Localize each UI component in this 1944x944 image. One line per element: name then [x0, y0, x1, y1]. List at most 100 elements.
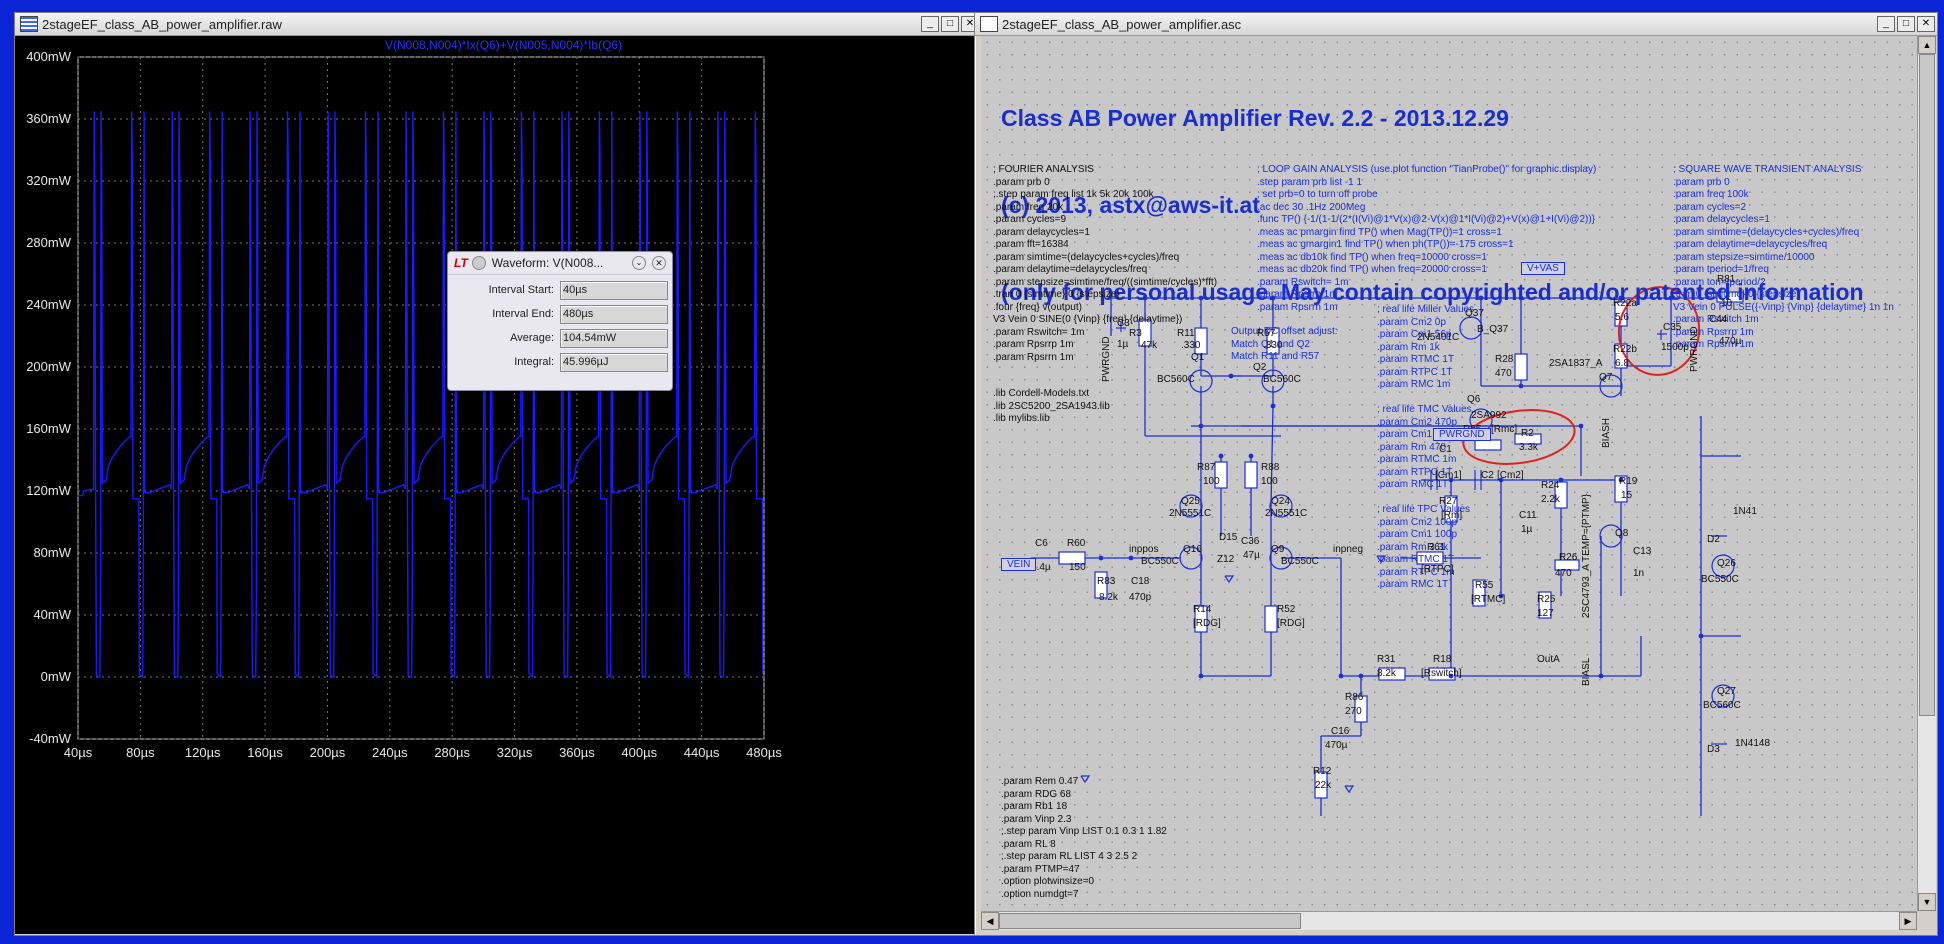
component-label[interactable]: 100 [1261, 476, 1278, 487]
component-label[interactable]: C1 [1439, 444, 1452, 455]
component-label[interactable]: BC560C [1263, 374, 1301, 385]
maximize-icon[interactable]: □ [941, 16, 959, 32]
loop-gain-directives[interactable]: ; LOOP GAIN ANALYSIS (use.plot function … [1257, 164, 1597, 313]
component-label[interactable]: R61 [1427, 542, 1446, 553]
component-label[interactable]: [Rm] [1441, 510, 1463, 521]
component-label[interactable]: 22k [1315, 780, 1332, 791]
component-label[interactable]: 1500p [1661, 342, 1689, 353]
vertical-scroll-thumb[interactable] [1919, 54, 1935, 716]
minimize-icon[interactable]: _ [1877, 16, 1895, 32]
component-label[interactable]: 270 [1345, 706, 1362, 717]
component-label[interactable]: 5.6 [1615, 312, 1629, 323]
schematic-wires[interactable] [981, 36, 1917, 911]
vertical-net-label[interactable]: BIASH [1601, 417, 1612, 448]
component-label[interactable]: Q27 [1717, 686, 1736, 697]
component-label[interactable]: D2 [1707, 534, 1720, 545]
component-label[interactable]: C36 [1241, 536, 1260, 547]
component-label[interactable]: inpneg [1333, 544, 1364, 555]
waveform-window[interactable]: 2stageEF_class_AB_power_amplifier.raw _ … [14, 12, 982, 936]
component-label[interactable]: D15 [1219, 532, 1238, 543]
component-label[interactable]: 470 [1495, 368, 1512, 379]
component-label[interactable]: 150 [1069, 562, 1086, 573]
component-label[interactable]: C35 [1663, 322, 1682, 333]
component-label[interactable]: R24 [1541, 480, 1560, 491]
vertical-net-label[interactable]: PWRGND [1689, 326, 1700, 372]
close-icon[interactable]: ✕ [1917, 16, 1935, 32]
scroll-right-icon[interactable]: ▶ [1899, 912, 1917, 930]
component-label[interactable]: Q26 [1717, 558, 1736, 569]
component-label[interactable]: C13 [1633, 546, 1652, 557]
component-label[interactable]: Q2 [1253, 362, 1267, 373]
component-label[interactable]: C18 [1131, 576, 1150, 587]
scroll-down-icon[interactable]: ▼ [1918, 893, 1936, 911]
component-label[interactable]: Q7 [1599, 372, 1613, 383]
power-waveform-line[interactable] [78, 111, 764, 679]
chevron-down-icon[interactable]: ⌄ [632, 256, 646, 270]
component-label[interactable]: C6 [1035, 538, 1048, 549]
component-label[interactable]: 2N5551C [1169, 508, 1212, 519]
component-label[interactable]: R12 [1313, 766, 1332, 777]
component-label[interactable]: .330 [1181, 340, 1201, 351]
component-label[interactable]: 6.8 [1615, 358, 1629, 369]
component-label[interactable]: 2.2k [1541, 494, 1560, 505]
schematic-window-titlebar[interactable]: 2stageEF_class_AB_power_amplifier.asc _ … [975, 13, 1937, 36]
component-label[interactable]: R26 [1559, 552, 1578, 563]
component-label[interactable]: R88 [1261, 462, 1280, 473]
miller-values-directives[interactable]: ; real life Miller Values .param Cm2 0p … [1377, 304, 1475, 390]
waveform-window-titlebar[interactable]: 2stageEF_class_AB_power_amplifier.raw _ … [15, 13, 981, 36]
component-label[interactable]: R55 [1475, 580, 1494, 591]
component-label[interactable]: [RTPC] [1421, 564, 1454, 575]
component-label[interactable]: 47k [1141, 340, 1158, 351]
component-label[interactable]: Q24 [1271, 496, 1290, 507]
vertical-scrollbar[interactable]: ▲ ▼ [1917, 36, 1936, 911]
horizontal-scroll-thumb[interactable] [999, 913, 1301, 929]
component-label[interactable]: R2 [1521, 428, 1534, 439]
component-label[interactable]: C11 [1519, 510, 1537, 521]
component-label[interactable]: BC550C [1701, 574, 1739, 585]
component-label[interactable]: 1µ [1521, 524, 1533, 535]
net-label[interactable]: PWRGND [1433, 428, 1491, 441]
component-label[interactable]: Q25 [1181, 496, 1200, 507]
waveform-chart[interactable] [15, 36, 981, 934]
component-label[interactable]: 127 [1537, 608, 1554, 619]
component-label[interactable]: .330 [1263, 340, 1283, 351]
maximize-icon[interactable]: □ [1897, 16, 1915, 32]
schematic-window[interactable]: 2stageEF_class_AB_power_amplifier.asc _ … [974, 12, 1938, 936]
component-label[interactable]: R27 [1439, 496, 1458, 507]
component-label[interactable]: 470p [1129, 592, 1152, 603]
interval-start-value[interactable]: 40µs [560, 280, 668, 300]
component-label[interactable]: R18 [1433, 654, 1452, 665]
component-label[interactable]: C44 [1709, 314, 1728, 325]
component-label[interactable]: OutA [1537, 654, 1560, 665]
tpc-values-directives[interactable]: ; real life TPC Values .param Cm2 100p .… [1377, 504, 1471, 590]
component-label[interactable]: [RDG] [1277, 618, 1305, 629]
component-label[interactable]: 8.2k [1099, 592, 1118, 603]
component-label[interactable]: R28 [1495, 354, 1514, 365]
fourier-analysis-directives[interactable]: ; FOURIER ANALYSIS .param prb 0 ;.step p… [993, 164, 1218, 363]
dialog-menu-icon[interactable] [471, 256, 486, 270]
component-label[interactable]: 2N5401C [1417, 332, 1460, 343]
dialog-titlebar[interactable]: LT Waveform: V(N008... ⌄ ✕ [448, 252, 672, 275]
component-label[interactable]: 1N4148 [1735, 738, 1771, 749]
component-label[interactable]: Q6 [1467, 394, 1481, 405]
component-label[interactable]: Q1 [1191, 352, 1205, 363]
component-label[interactable]: BC560C [1157, 374, 1195, 385]
library-directives[interactable]: .lib Cordell-Models.txt .lib 2SC5200_2SA… [993, 388, 1110, 424]
vertical-net-label[interactable]: 2SC4793_A TEMP={PTMP} [1581, 493, 1592, 618]
net-label[interactable]: VEIN [1001, 558, 1037, 571]
component-label[interactable]: R52 [1277, 604, 1296, 615]
component-label[interactable]: [Rmc] [1491, 424, 1518, 435]
scroll-up-icon[interactable]: ▲ [1918, 36, 1936, 54]
component-label[interactable]: 1n [1633, 568, 1645, 579]
component-label[interactable]: [Cm1] [1435, 470, 1462, 481]
component-label[interactable]: C2 [1481, 470, 1494, 481]
component-label[interactable]: R57 [1257, 328, 1276, 339]
component-label[interactable]: Q16 [1183, 544, 1202, 555]
parameter-directives[interactable]: .param Rem 0.47 .param RDG 68 .param Rb1… [1001, 776, 1167, 900]
component-label[interactable]: Z12 [1217, 554, 1235, 565]
dialog-close-icon[interactable]: ✕ [652, 256, 666, 270]
component-label[interactable]: Q8 [1615, 528, 1629, 539]
component-label[interactable]: [Cm2] [1497, 470, 1524, 481]
component-label[interactable]: R81 [1717, 274, 1736, 285]
component-label[interactable]: 10 [1721, 298, 1733, 309]
